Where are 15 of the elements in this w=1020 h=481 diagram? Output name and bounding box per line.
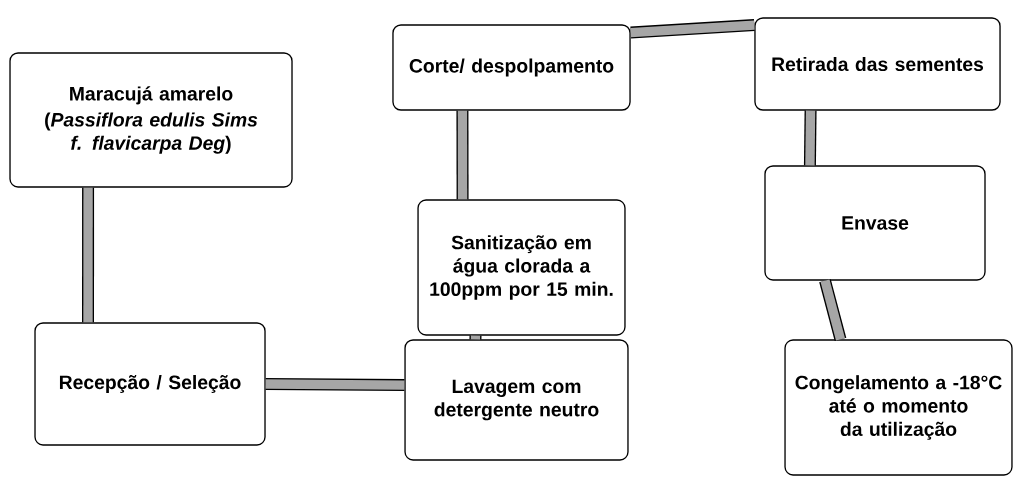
connector-bar [803, 110, 817, 166]
connector-bar [630, 19, 755, 39]
process-box: Corte/ despolpamento [392, 24, 631, 111]
connector-bar [469, 335, 482, 340]
process-box: Sanitização em água clorada a 100ppm por 15 min. [417, 199, 626, 336]
process-box: Lavagem com detergente neutro [404, 339, 629, 461]
connector-bar [265, 378, 405, 392]
connector-bar [82, 187, 95, 323]
process-box: Retirada das sementes [754, 17, 1001, 111]
connector-bar [456, 110, 469, 200]
process-box: Congelamento a -18°C até o momento da utilização [784, 339, 1013, 476]
process-box: Envase [764, 165, 986, 281]
process-box: Recepção / Seleção [34, 322, 266, 446]
process-box: Maracujá amarelo (Passiflora edulis Sims f. flavicarpa Deg) [9, 52, 293, 188]
connector-bar [819, 279, 847, 341]
